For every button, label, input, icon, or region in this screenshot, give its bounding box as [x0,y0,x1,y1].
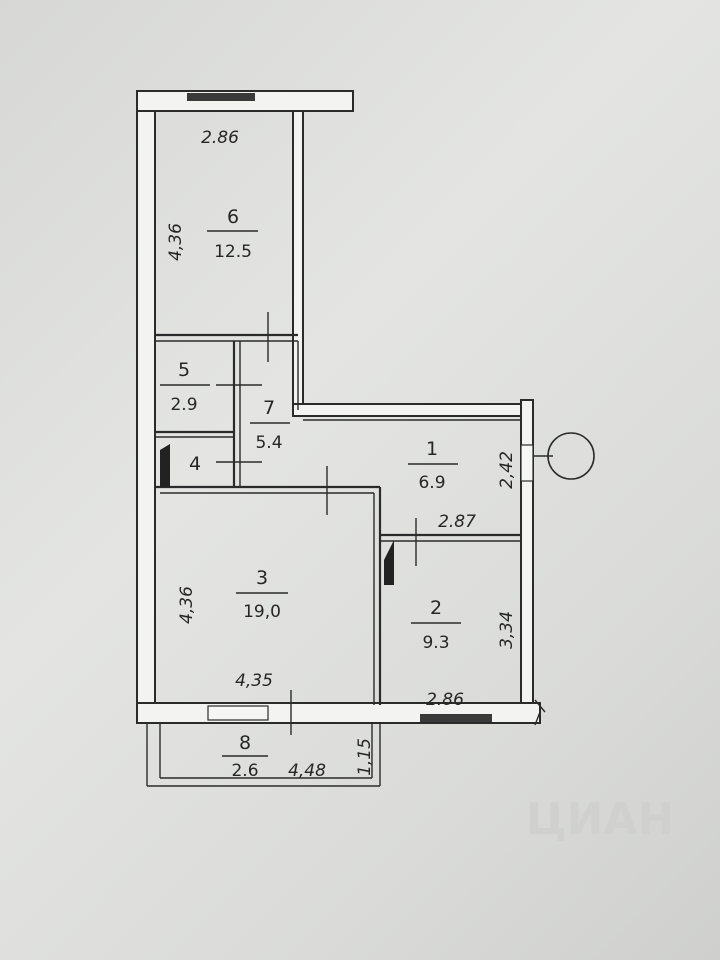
room-6-area: 12.5 [214,242,252,262]
dim-balcony-width: 4,48 [288,761,326,781]
window-room1 [520,444,534,482]
entrance-marker [547,432,595,480]
room-labels: 6 12.5 5 2.9 7 5.4 4 1 6.9 3 19,0 2 9.3 … [160,206,461,781]
door-swing-room2 [384,540,394,585]
windows [187,93,534,722]
room-3-area: 19,0 [243,602,281,622]
room-8-area: 2.6 [231,761,258,781]
dim-room1-width: 2.87 [438,512,476,532]
interior-walls [155,312,546,735]
room-3-number: 3 [256,567,268,589]
dim-room3-height: 4,36 [177,586,197,624]
watermark: ЦИАН [526,794,675,845]
window-room3 [207,705,269,721]
window-top [187,93,255,101]
room-6-number: 6 [227,206,239,228]
room-7-area: 5.4 [255,433,282,453]
room-5-number: 5 [178,359,190,381]
dim-room1-height: 2,42 [497,451,517,489]
dimension-labels: 2.86 4,36 4,36 4,35 2,42 2.87 3,34 2.86 … [166,128,517,781]
balcony [146,723,381,787]
dim-room2-width: 2.86 [426,690,464,710]
dim-room6-height: 4,36 [166,223,186,261]
room-1-number: 1 [426,438,438,460]
room-8-number: 8 [239,732,251,754]
room-7-number: 7 [263,397,275,419]
room-1-area: 6.9 [418,473,445,493]
room-2-area: 9.3 [422,633,449,653]
door-swing-room4 [160,444,170,487]
room-5-area: 2.9 [170,395,197,415]
dim-room2-height: 3,34 [497,611,517,649]
window-room2 [420,714,492,722]
dim-room6-width: 2.86 [201,128,239,148]
room-4-number: 4 [189,453,201,475]
room1-top-wall [292,403,534,417]
left-wall [136,99,156,723]
dim-room3-width: 4,35 [235,671,273,691]
dim-balcony-depth: 1,15 [355,738,375,776]
room-2-number: 2 [430,597,442,619]
